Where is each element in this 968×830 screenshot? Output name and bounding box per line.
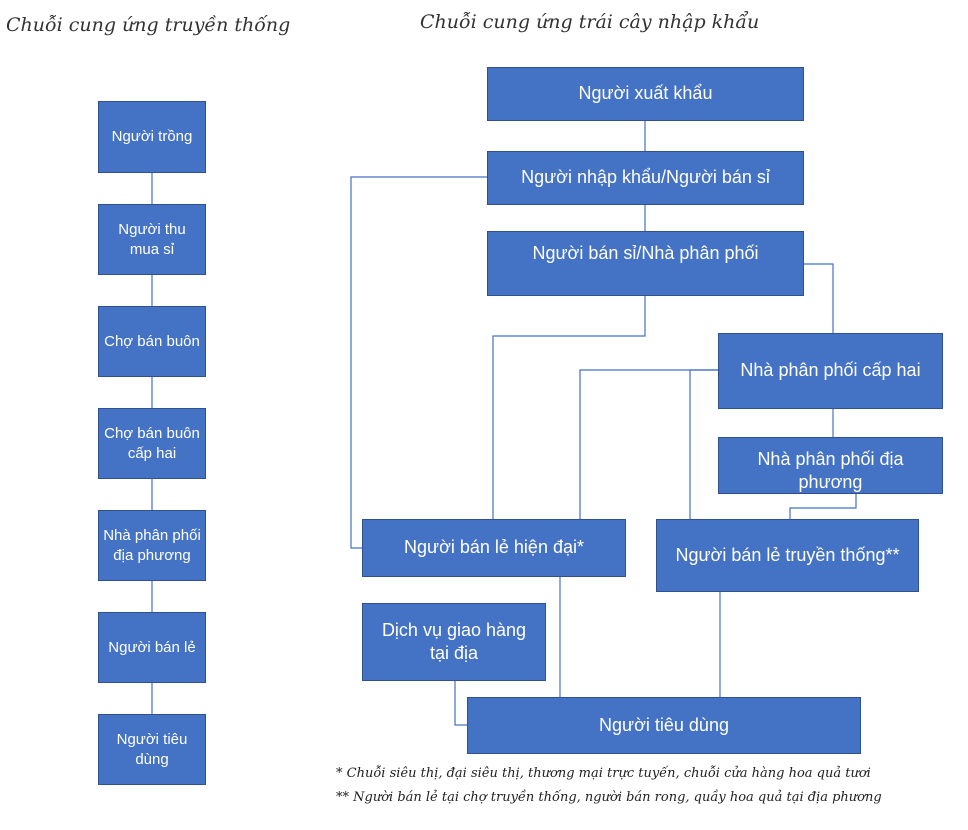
- box-importer-wholesaler: Người nhập khẩu/Người bán sỉ: [487, 151, 804, 205]
- box-wholesale-collector: Người thu mua sỉ: [98, 204, 206, 275]
- box-modern-retailer: Người bán lẻ hiện đại*: [362, 519, 626, 577]
- box-grower: Người trồng: [98, 101, 206, 173]
- box-traditional-retailer: Người bán lẻ truyền thống**: [656, 519, 919, 592]
- box-local-delivery-service: Dịch vụ giao hàng tại địa: [362, 603, 546, 681]
- footnote-modern-retail: * Chuỗi siêu thị, đại siêu thị, thương m…: [336, 766, 871, 781]
- box-consumer-traditional: Người tiêu dùng: [98, 714, 206, 785]
- box-exporter: Người xuất khẩu: [487, 67, 804, 121]
- box-wholesale-market: Chợ bán buôn: [98, 306, 206, 377]
- traditional-chain-title: Chuỗi cung ứng truyền thống: [6, 14, 291, 36]
- footnote-traditional-retail: ** Người bán lẻ tại chợ truyền thống, ng…: [336, 790, 882, 805]
- box-local-distributor: Nhà phân phối địa phương: [718, 437, 943, 494]
- box-consumer: Người tiêu dùng: [467, 697, 861, 754]
- box-wholesaler-distributor: Người bán sỉ/Nhà phân phối: [487, 231, 804, 296]
- box-local-distributor-traditional: Nhà phân phối địa phương: [98, 510, 206, 581]
- box-secondary-distributor: Nhà phân phối cấp hai: [718, 333, 943, 409]
- box-secondary-wholesale-market: Chợ bán buôn cấp hai: [98, 408, 206, 479]
- imported-chain-title: Chuỗi cung ứng trái cây nhập khẩu: [420, 11, 760, 33]
- box-retailer: Người bán lẻ: [98, 612, 206, 683]
